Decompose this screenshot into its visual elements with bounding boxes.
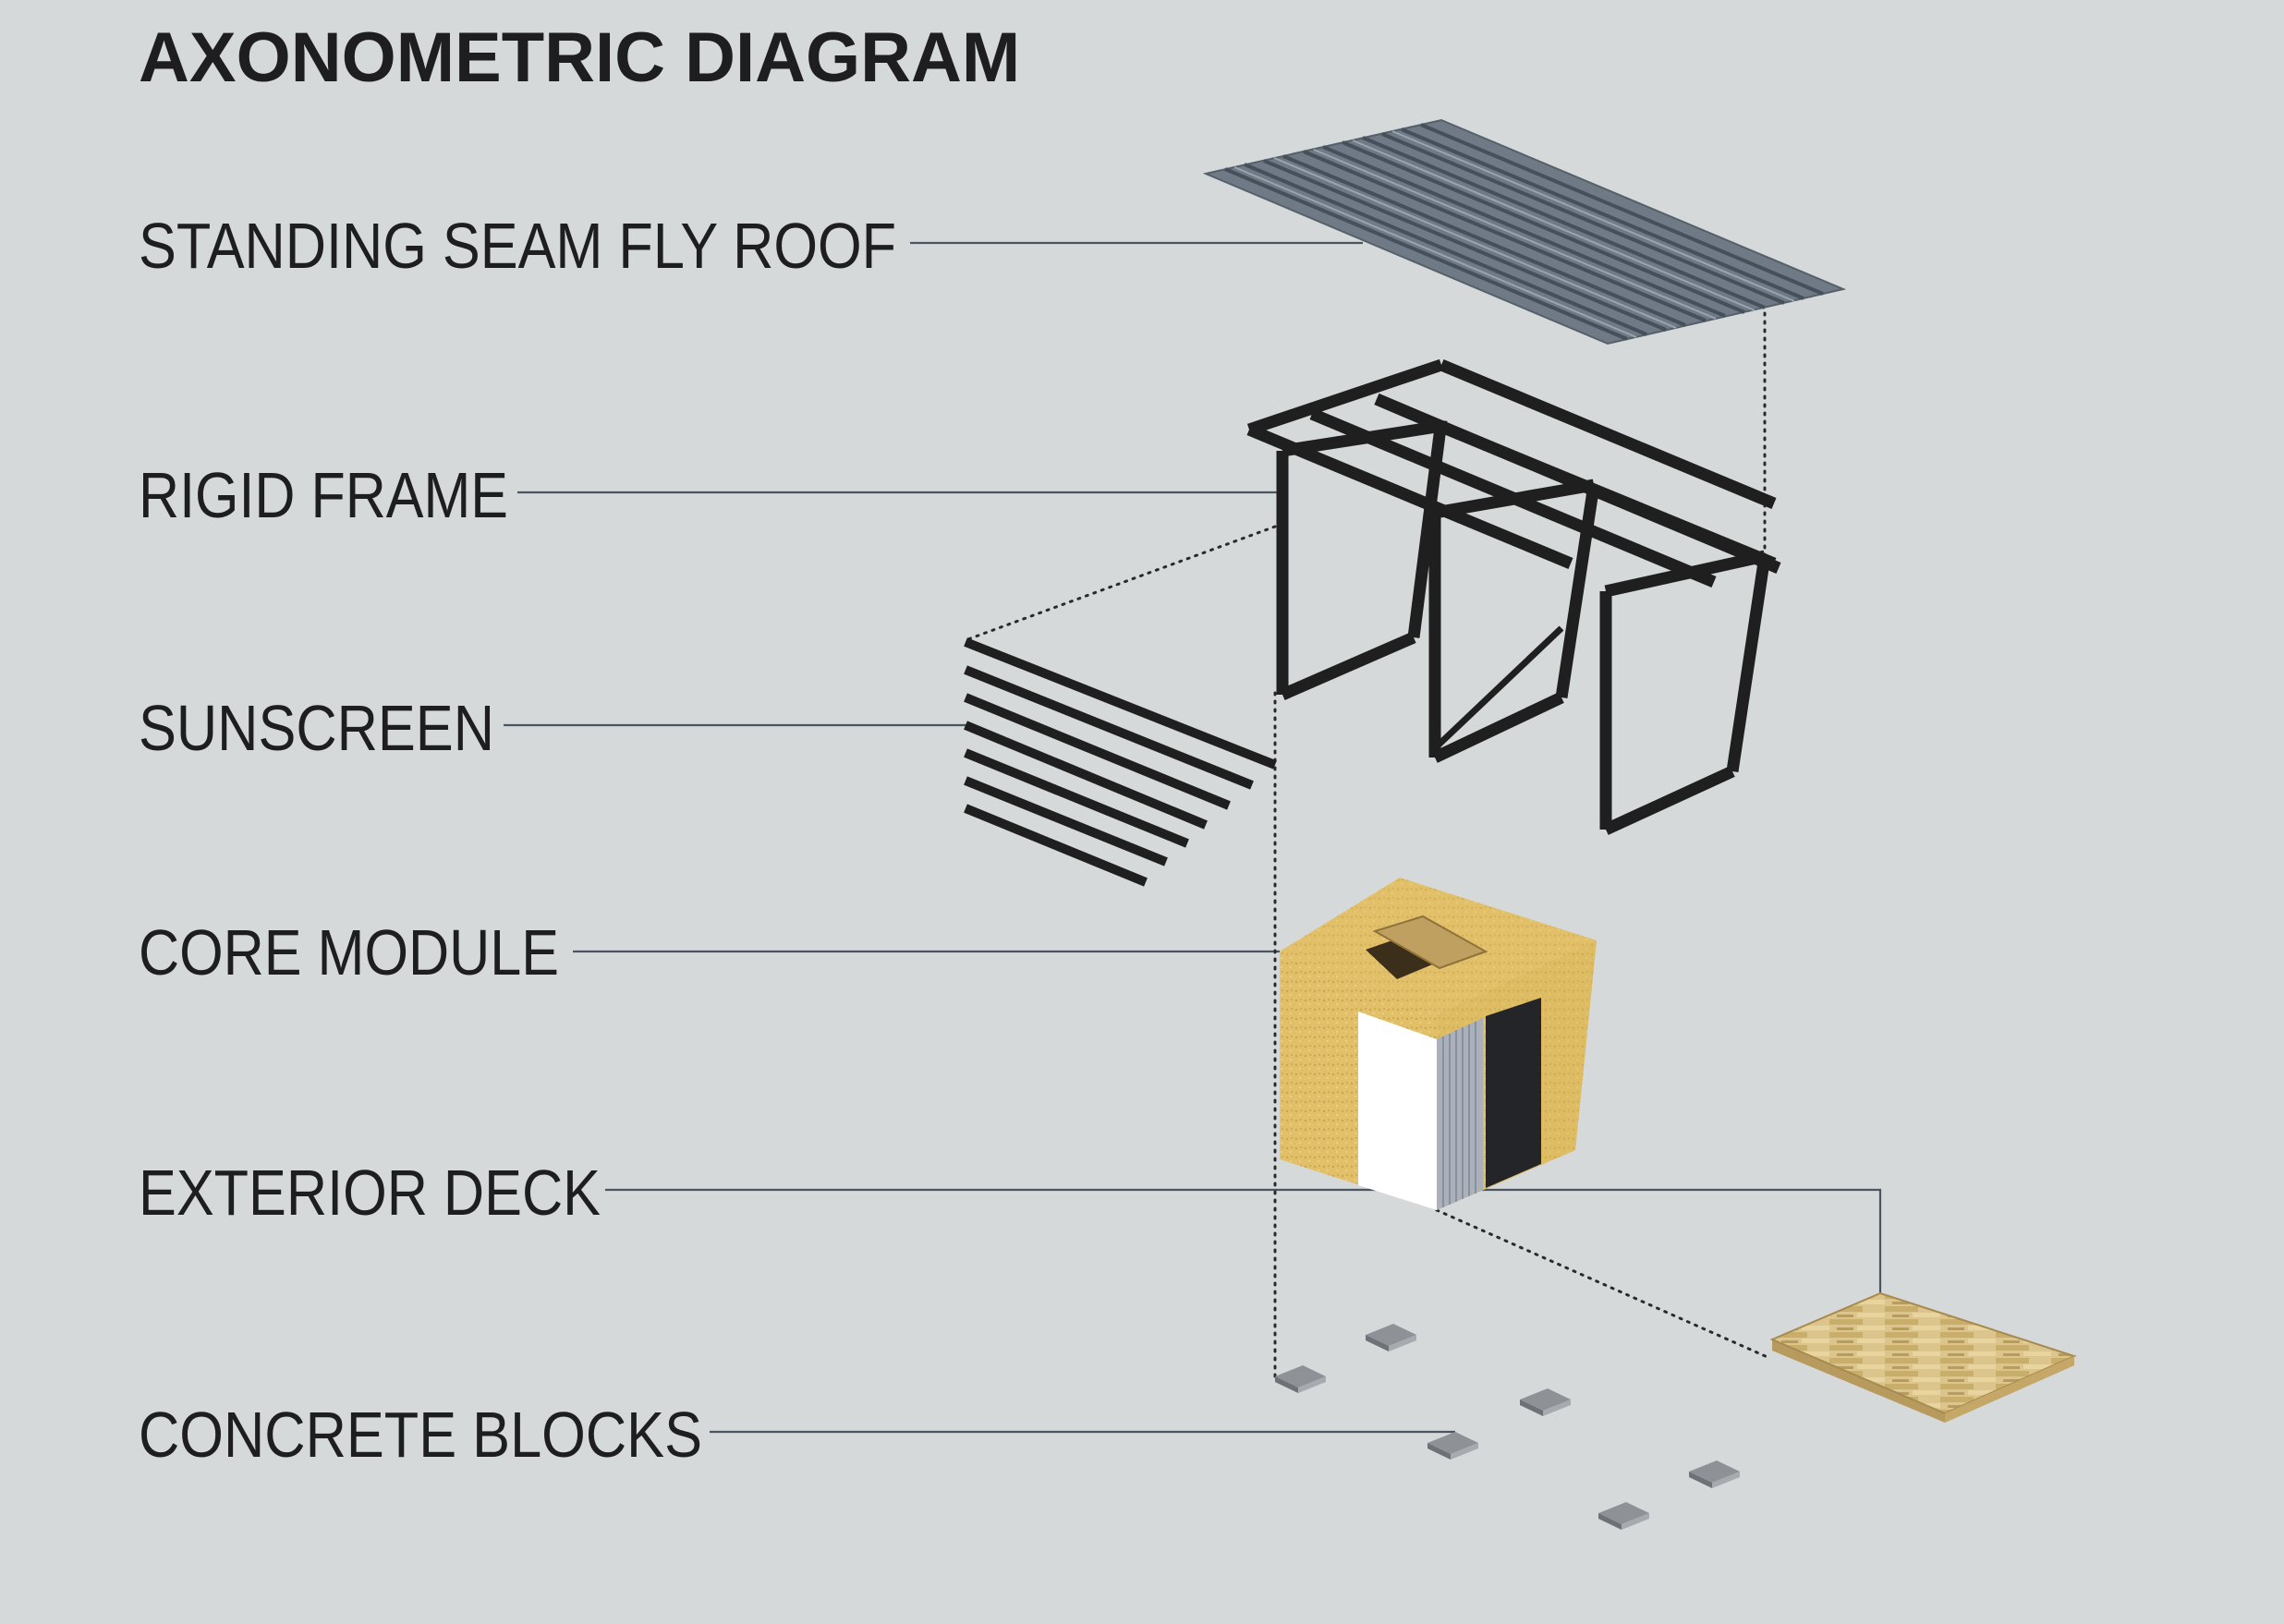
core-module bbox=[1280, 878, 1597, 1210]
concrete-block bbox=[1520, 1388, 1571, 1416]
label-rigid-frame: RIGID FRAME bbox=[139, 459, 508, 531]
concrete-block bbox=[1689, 1460, 1740, 1488]
label-standing-seam-fly-roof: STANDING SEAM FLY ROOF bbox=[139, 210, 896, 282]
exterior-deck bbox=[1769, 1291, 2077, 1423]
concrete-block bbox=[1428, 1432, 1478, 1460]
concrete-block bbox=[1275, 1365, 1326, 1393]
projection-lines bbox=[964, 303, 1771, 1378]
rigid-frame bbox=[1246, 358, 1781, 835]
concrete-blocks bbox=[1275, 1324, 1740, 1530]
sunscreen-slats bbox=[964, 637, 1277, 887]
concrete-block bbox=[1598, 1502, 1649, 1530]
diagram-title: AXONOMETRIC DIAGRAM bbox=[139, 18, 1020, 97]
standing-seam-roof bbox=[1202, 118, 1847, 345]
leader-deck bbox=[605, 1188, 1882, 1298]
label-core-module: CORE MODULE bbox=[139, 916, 559, 988]
label-exterior-deck: EXTERIOR DECK bbox=[139, 1157, 601, 1229]
label-sunscreen: SUNSCREEN bbox=[139, 692, 494, 764]
label-concrete-blocks: CONCRETE BLOCKS bbox=[139, 1399, 702, 1471]
leader-lines bbox=[504, 241, 1882, 1434]
concrete-block bbox=[1366, 1324, 1416, 1351]
